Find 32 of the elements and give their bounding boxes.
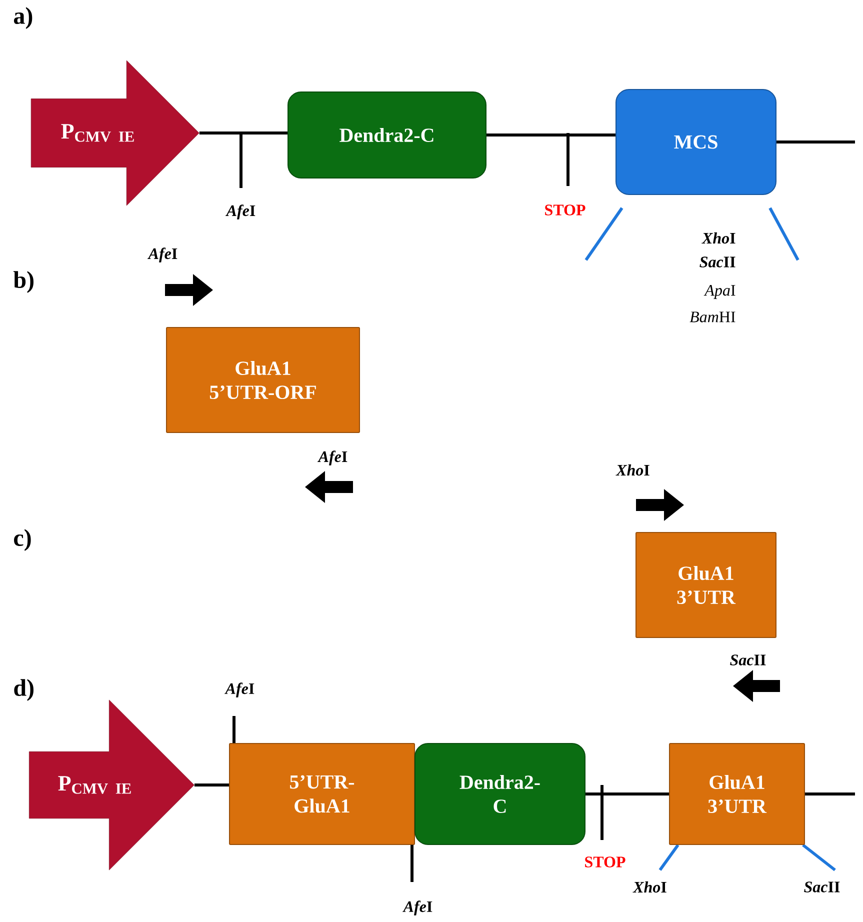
panel-letter: b) [14,271,34,293]
backbone-line [586,792,669,796]
site-label: $\textit{Apa}\mbox{I}$ [704,285,736,299]
site-label: $\textit{Sac}\mbox{II}$ [804,882,840,892]
panel-letter: d) [14,679,34,701]
site-label: $\textit{Afe}\mbox{I}$ [226,204,256,220]
panel-letter: a) [14,7,32,29]
site-label: $\textit{Xho}\mbox{I}$ [632,881,666,893]
site-label: STOP [585,856,626,868]
site-label: $\textit{Afe}\mbox{I}$ [148,248,178,262]
gene-box: MCS [616,89,776,195]
gene-box: Dendra2- C [414,743,586,845]
gene-box: GluA1 5’UTR-ORF [166,327,360,433]
backbone-line [776,140,855,144]
gene-box: GluA1 3’UTR [669,743,805,845]
gene-box: 5’UTR- GluA1 [229,743,415,845]
site-label: $\textit{Xho}\mbox{I}$ [702,232,736,244]
panel-letter: c) [14,529,31,551]
backbone-line [805,792,855,796]
site-label: $\textit{Xho}\mbox{I}$ [616,464,650,476]
site-label: $\textit{Sac}\mbox{II}$ [730,654,766,666]
backbone-line [199,132,288,135]
site-label: $\textit{Afe}\mbox{I}$ [318,450,348,466]
gene-box: GluA1 3’UTR [636,532,776,638]
site-label: STOP [545,204,586,216]
gene-box: Dendra2-C [288,92,486,179]
site-label: $\textit{Bam}\mbox{HI}$ [690,312,736,322]
backbone-line [194,784,229,786]
backbone-line [486,134,616,137]
site-label: $\textit{Sac}\mbox{II}$ [700,256,736,268]
site-label: $\textit{Afe}\mbox{I}$ [224,682,254,698]
site-label: $\textit{Afe}\mbox{I}$ [402,900,432,916]
